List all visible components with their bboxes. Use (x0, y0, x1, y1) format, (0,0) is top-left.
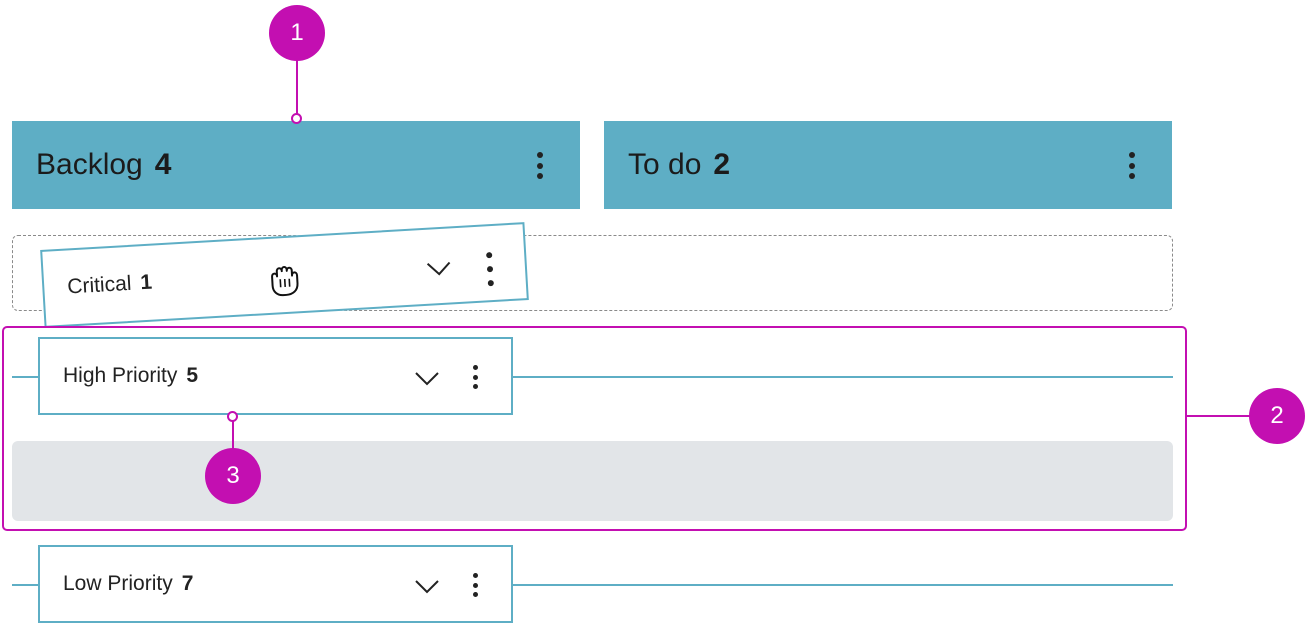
column-title: To do (628, 148, 702, 181)
grab-hand-icon (271, 266, 299, 297)
swimlane-count: 5 (186, 364, 199, 387)
swimlane-label: High Priority (63, 364, 178, 387)
swimlane-header-low-priority[interactable]: Low Priority 7 (38, 545, 513, 623)
swimlane-label: Low Priority (63, 572, 173, 595)
annotation-leader-line (232, 418, 234, 450)
chevron-down-icon[interactable] (425, 254, 452, 281)
swimlane-count: 1 (139, 270, 153, 295)
annotation-anchor-dot (227, 411, 238, 422)
column-header-backlog: Backlog 4 (12, 121, 580, 209)
column-more-options-icon[interactable] (1120, 152, 1144, 179)
annotation-highlight-box (2, 326, 1187, 531)
swimlane-count: 7 (181, 572, 194, 595)
swimlane-divider (12, 376, 1173, 378)
swimlane-label: Critical (66, 271, 133, 299)
drop-target-placeholder[interactable] (12, 235, 1173, 311)
annotation-leader-line (296, 60, 298, 116)
annotation-badge-3: 3 (205, 448, 261, 504)
column-title: Backlog (36, 148, 143, 181)
annotation-leader-line (1187, 415, 1251, 417)
swimlane-more-options-icon[interactable] (477, 251, 503, 287)
swimlane-divider (12, 584, 1173, 586)
swimlane-more-options-icon[interactable] (465, 573, 485, 597)
chevron-down-icon[interactable] (414, 573, 440, 599)
column-count: 4 (154, 148, 172, 181)
column-header-todo: To do 2 (604, 121, 1172, 209)
annotation-anchor-dot (291, 113, 302, 124)
column-count: 2 (713, 148, 731, 181)
swimlane-header-high-priority[interactable]: High Priority 5 (38, 337, 513, 415)
annotation-badge-1: 1 (269, 5, 325, 61)
dragged-swimlane-header-critical[interactable]: Critical 1 (40, 222, 529, 328)
annotation-badge-2: 2 (1249, 388, 1305, 444)
column-more-options-icon[interactable] (528, 152, 552, 179)
chevron-down-icon[interactable] (414, 365, 440, 391)
swimlane-more-options-icon[interactable] (465, 365, 485, 389)
